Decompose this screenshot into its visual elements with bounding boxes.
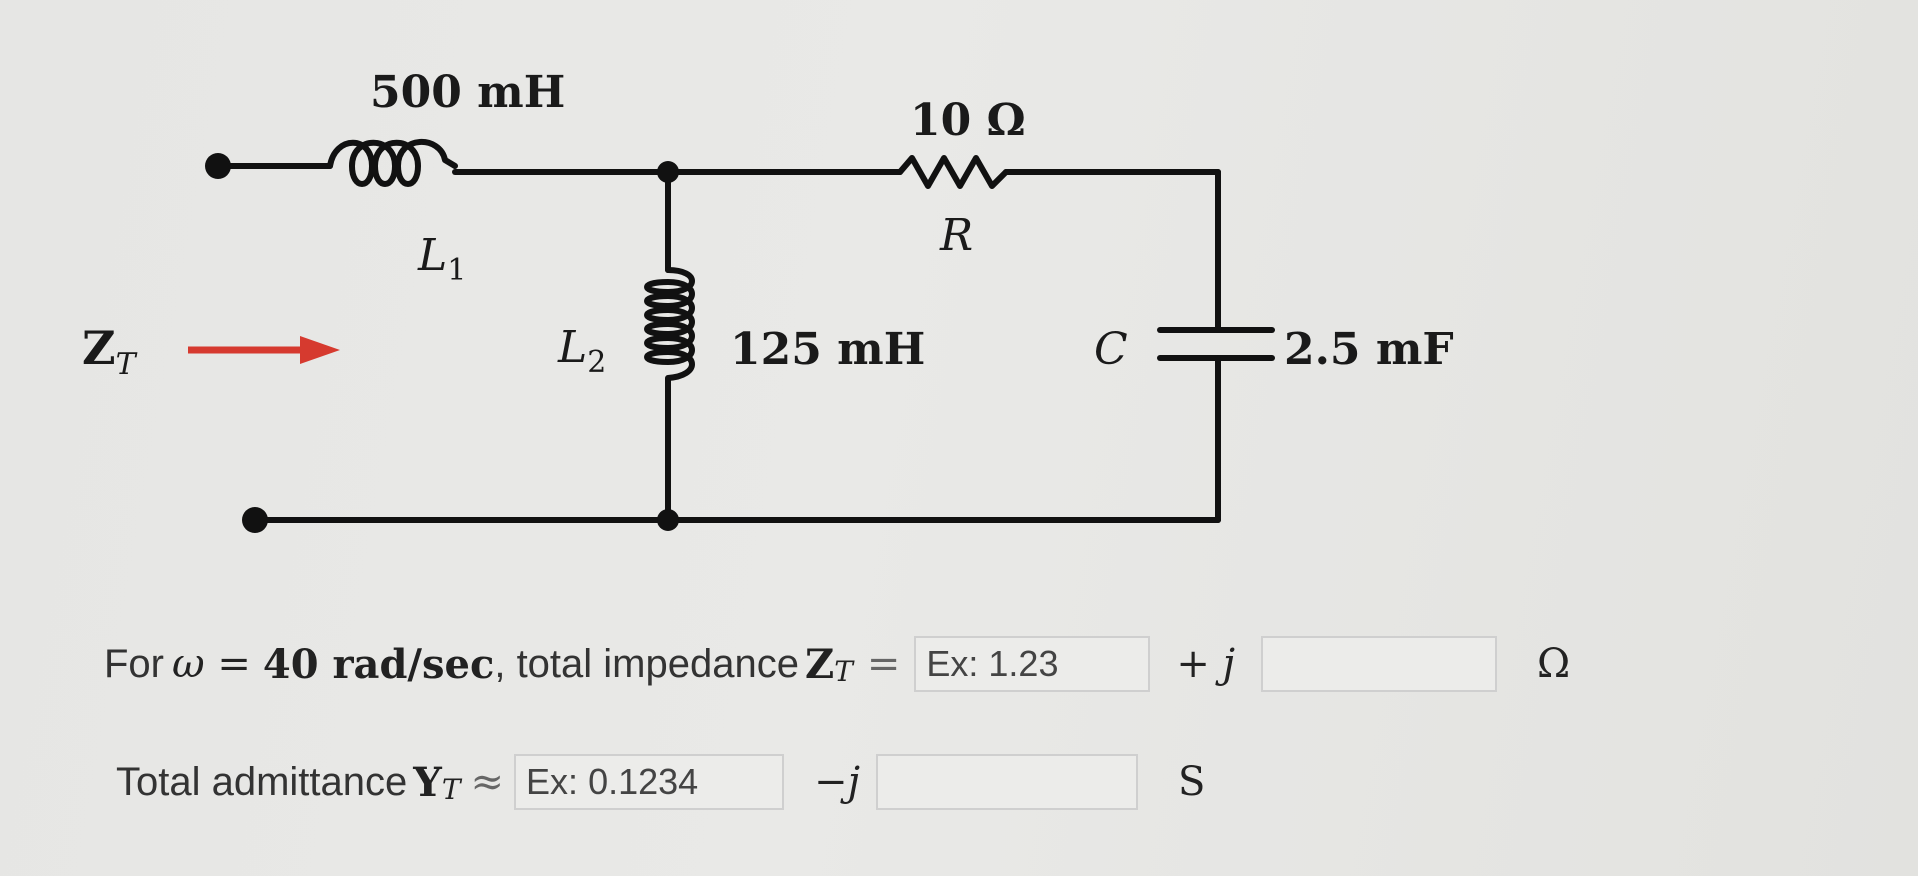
admittance-imag-input[interactable]: [875, 754, 1138, 810]
q1-value: 40 rad/sec: [262, 640, 495, 688]
q2-minus-j: −j: [814, 759, 860, 805]
q1-eq: =: [866, 641, 901, 687]
admittance-real-input[interactable]: [514, 754, 785, 810]
q1-z-sub: T: [834, 654, 853, 688]
q1-plus-j: + j: [1176, 641, 1236, 687]
zt-arrow-icon: [188, 336, 340, 364]
c-label: C: [1094, 324, 1128, 375]
admittance-question-row: Total admittance Y T ≈ −j S: [116, 754, 1205, 810]
l2-value-label: 125 mH: [730, 324, 925, 375]
q2-prefix: Total admittance: [116, 759, 408, 804]
q1-prefix: For: [104, 641, 164, 686]
terminal-top: [205, 153, 231, 179]
q1-z: Z: [804, 640, 835, 688]
q2-y-sub: T: [441, 772, 461, 806]
circuit-diagram: 500 mH L1 10 Ω R L2 125 mH C 2.5 mF ZT: [82, 67, 1454, 533]
l2-label: L2: [557, 322, 606, 380]
impedance-real-input[interactable]: [914, 636, 1151, 692]
q2-approx: ≈: [470, 759, 505, 805]
q1-unit: Ω: [1537, 641, 1571, 687]
node-top: [657, 161, 679, 183]
impedance-imag-input[interactable]: [1261, 636, 1498, 692]
q2-unit: S: [1177, 759, 1206, 805]
node-bottom: [657, 509, 679, 531]
q1-omega: ω =: [172, 641, 251, 687]
impedance-question-row: For ω = 40 rad/sec , total impedance Z T…: [104, 636, 1570, 692]
l1-label: L1: [417, 230, 466, 288]
r-label: R: [939, 210, 973, 261]
r-value-label: 10 Ω: [910, 95, 1026, 146]
resistor-r: [897, 155, 1009, 189]
terminal-bottom: [242, 507, 268, 533]
q2-y: Y: [413, 758, 442, 806]
inductor-l2: [644, 267, 695, 395]
l1-value-label: 500 mH: [370, 67, 565, 118]
q1-middle: , total impedance: [494, 641, 799, 686]
inductor-l1: [327, 139, 458, 187]
c-value-label: 2.5 mF: [1284, 324, 1454, 375]
zt-label: ZT: [82, 321, 138, 382]
